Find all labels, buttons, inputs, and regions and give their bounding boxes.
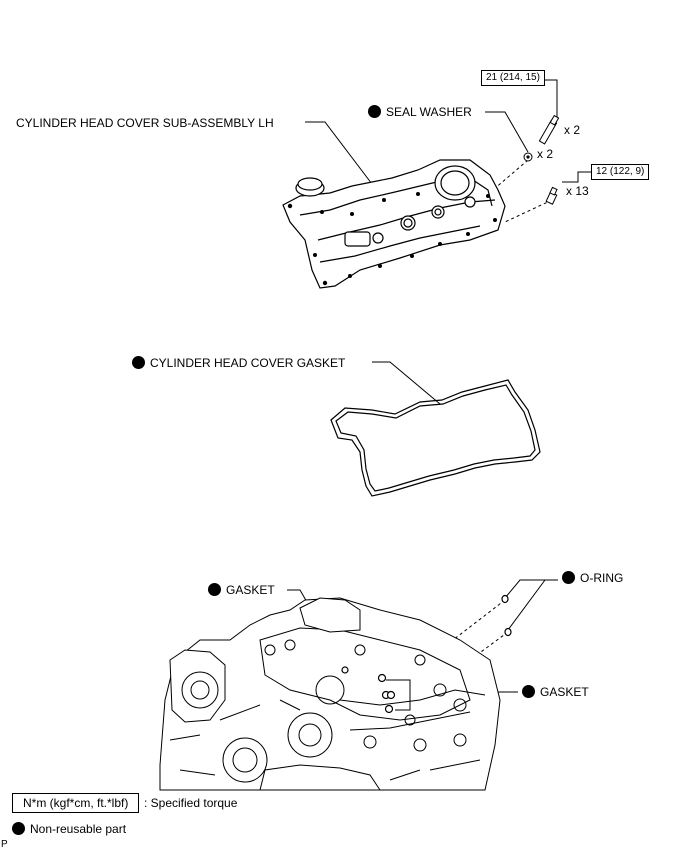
gasket-left-label-text: GASKET — [226, 583, 275, 597]
bolt-quantity: x 13 — [566, 184, 589, 198]
bolt-icon — [545, 186, 558, 205]
stud-quantity: x 2 — [564, 123, 581, 137]
non-reusable-legend: Non-reusable part — [12, 822, 126, 836]
cover-gasket-drawing — [330, 379, 541, 497]
washer-quantity: x 2 — [537, 147, 554, 161]
cover-label-text: CYLINDER HEAD COVER SUB-ASSEMBLY LH — [16, 116, 274, 130]
torque-legend-desc: : Specified torque — [144, 796, 238, 810]
non-reusable-dot-icon — [12, 822, 25, 835]
bolt-torque-box: 12 (122, 9) — [591, 164, 650, 180]
cover-gasket-label: CYLINDER HEAD COVER GASKET — [132, 356, 345, 370]
seal-washer-icon — [523, 152, 533, 162]
engine-block-drawing — [159, 597, 501, 791]
stud-bolt-icon — [538, 114, 560, 145]
seal-washer-label-text: SEAL WASHER — [386, 105, 472, 119]
seal-washer-label: SEAL WASHER — [368, 105, 472, 119]
o-ring-label: O-RING — [562, 571, 623, 585]
gasket-parts-icon — [341, 666, 396, 714]
non-reusable-dot-icon — [522, 685, 535, 698]
cover-gasket-label-text: CYLINDER HEAD COVER GASKET — [150, 356, 346, 370]
non-reusable-dot-icon — [562, 571, 575, 584]
gasket-right-label: GASKET — [522, 685, 589, 699]
non-reusable-dot-icon — [132, 356, 145, 369]
o-ring-label-text: O-RING — [580, 571, 624, 585]
non-reusable-legend-text: Non-reusable part — [30, 822, 127, 836]
non-reusable-dot-icon — [208, 583, 221, 596]
non-reusable-dot-icon — [368, 105, 381, 118]
cover-label: CYLINDER HEAD COVER SUB-ASSEMBLY LH — [16, 116, 274, 130]
cylinder-head-cover-drawing — [282, 159, 506, 289]
gasket-left-label: GASKET — [208, 583, 275, 597]
gasket-right-label-text: GASKET — [540, 685, 589, 699]
stud-torque-box: 21 (214, 15) — [481, 70, 545, 86]
footer-code: P — [1, 839, 8, 850]
o-ring-icon — [501, 594, 512, 637]
torque-legend-box: N*m (kgf*cm, ft.*lbf) — [12, 793, 140, 813]
